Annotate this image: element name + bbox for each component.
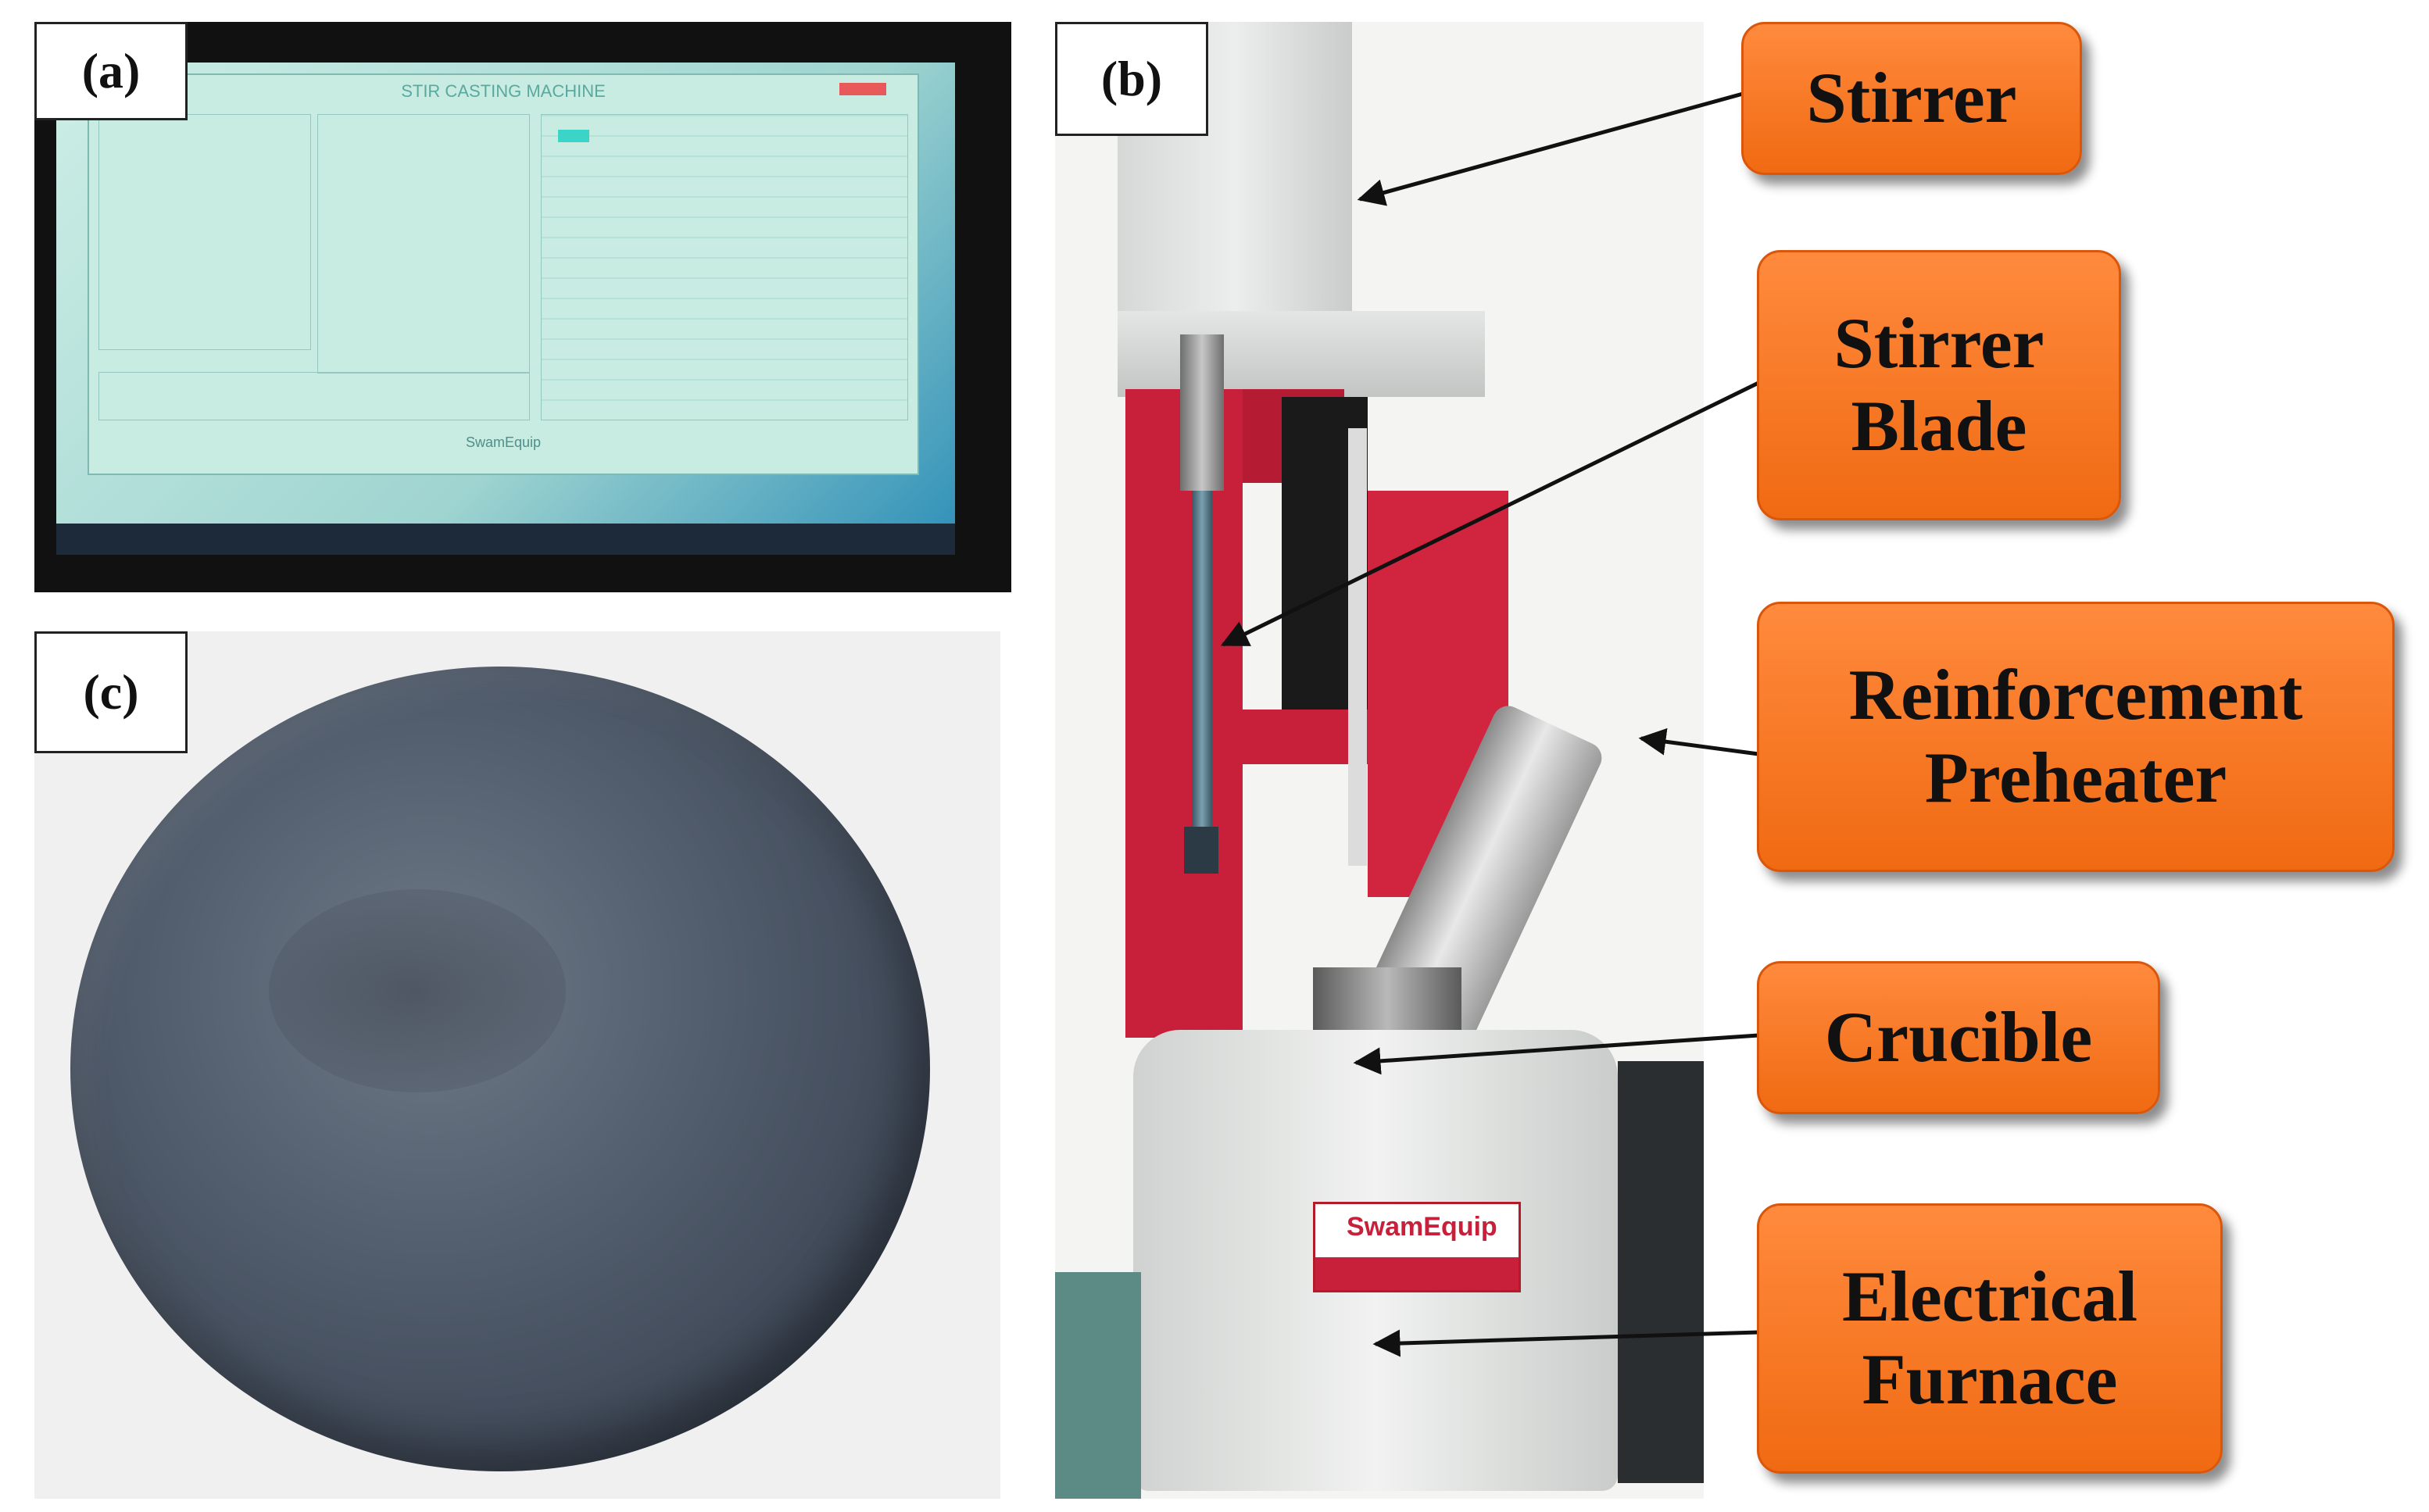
- panel-c-sample-photo: [34, 631, 1000, 1499]
- scale-bar: [1348, 428, 1367, 866]
- taskbar: [56, 524, 955, 555]
- furnace-side-unit: [1618, 1061, 1704, 1483]
- middle-form-region: [317, 114, 530, 374]
- app-window: STIR CASTING MACHINE SwamEquip: [88, 73, 919, 475]
- panel-c-tag: (c): [34, 631, 188, 753]
- table-selected-cell: [558, 130, 589, 142]
- callout-stirrer-blade-line1: Stirrer: [1833, 303, 2044, 384]
- panel-a-tag: (a): [34, 22, 188, 120]
- cast-sample-disc: [70, 667, 930, 1471]
- callout-stirrer-blade-line2: Blade: [1851, 386, 2027, 466]
- callout-stirrer-line1: Stirrer: [1806, 58, 2017, 138]
- stirrer-blade: [1184, 827, 1218, 874]
- arrow-crucible: [1353, 1033, 1759, 1075]
- crucible: [1313, 967, 1461, 1038]
- nameplate-brand: SwamEquip: [1347, 1212, 1497, 1242]
- arrow-furnace: [1372, 1329, 1759, 1357]
- callout-stirrer: Stirrer: [1741, 22, 2082, 175]
- red-close-indicator: [839, 83, 886, 95]
- arrow-stirrer: [1357, 91, 1744, 206]
- arrow-stirrer-blade: [1220, 381, 1760, 647]
- stirrer-motor-coupling: [1180, 334, 1224, 491]
- furnace-base-left: [1055, 1272, 1141, 1499]
- nameplate-red-strip: [1315, 1257, 1519, 1290]
- stirrer-arm: [1118, 311, 1485, 397]
- data-table-region: [541, 114, 908, 420]
- sample-surface-texture: [269, 889, 566, 1092]
- callout-furnace: Electrical Furnace: [1757, 1203, 2223, 1474]
- callout-furnace-line2: Furnace: [1862, 1339, 2118, 1419]
- callout-crucible: Crucible: [1757, 961, 2160, 1114]
- callout-preheater-line2: Preheater: [1924, 738, 2227, 817]
- panel-b-machine-photo: SwamEquip: [1055, 22, 1704, 1499]
- callout-preheater-line1: Reinforcement: [1848, 655, 2303, 735]
- panel-a-monitor-photo: STIR CASTING MACHINE SwamEquip: [34, 22, 1011, 592]
- callout-crucible-line1: Crucible: [1824, 997, 2093, 1078]
- left-form-region: [98, 114, 311, 350]
- monitor-screen: STIR CASTING MACHINE SwamEquip: [56, 63, 955, 555]
- arrow-preheater: [1638, 727, 1759, 756]
- callout-stirrer-blade: Stirrer Blade: [1757, 250, 2121, 520]
- callout-preheater: Reinforcement Preheater: [1757, 602, 2395, 872]
- footer-brand: SwamEquip: [465, 434, 542, 450]
- status-region: [98, 372, 530, 420]
- furnace-nameplate: SwamEquip: [1313, 1202, 1521, 1292]
- app-title: STIR CASTING MACHINE: [401, 81, 606, 101]
- callout-furnace-line1: Electrical: [1841, 1256, 2138, 1337]
- panel-b-tag: (b): [1055, 22, 1208, 136]
- stirrer-shaft: [1192, 491, 1212, 835]
